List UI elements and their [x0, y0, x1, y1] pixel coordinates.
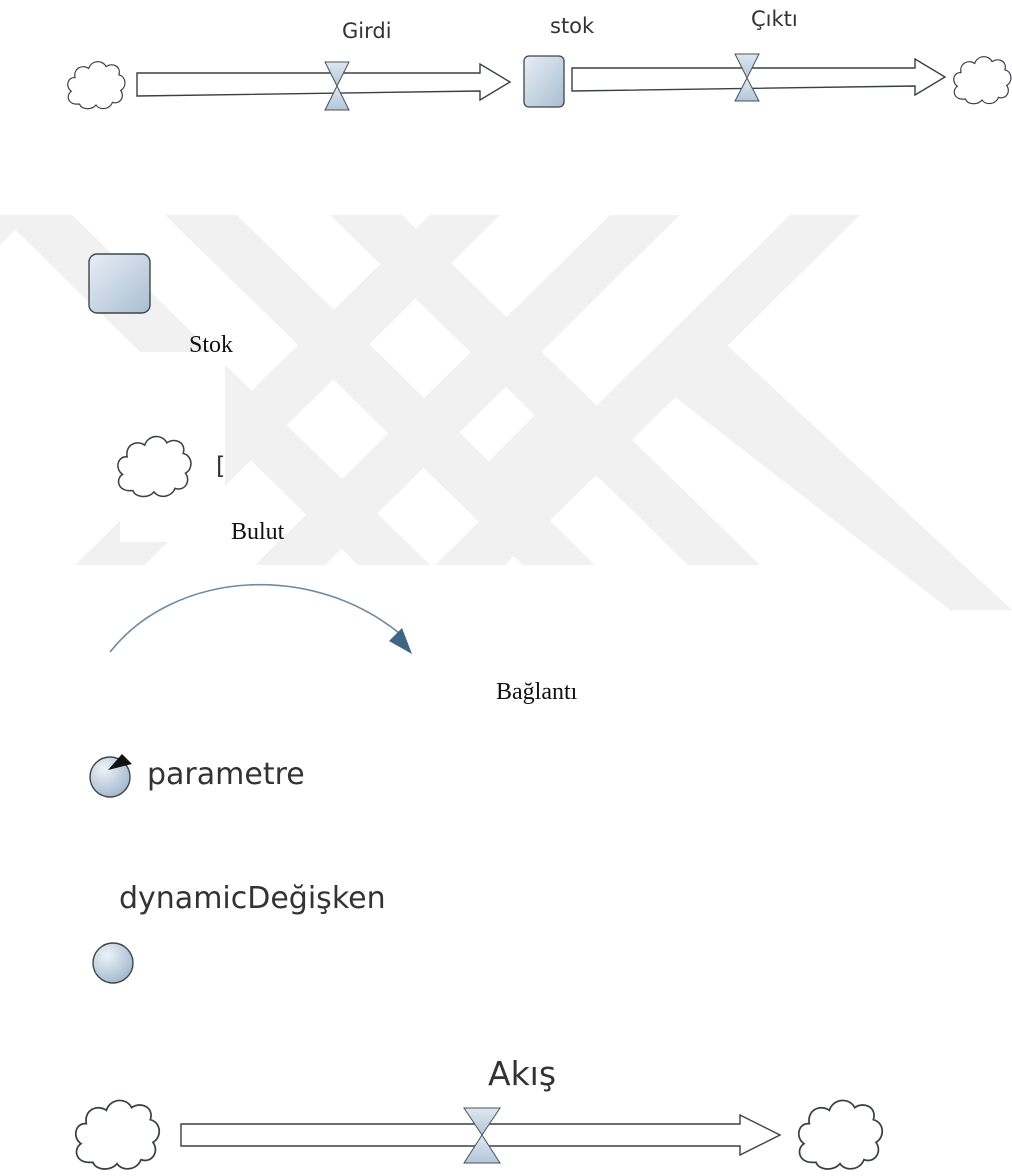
inflow-arrow-icon [136, 62, 512, 102]
top-stock-label: stok [550, 14, 595, 38]
link-caption: Bağlantı [496, 679, 578, 705]
dynamic-variable-label: dynamicDeğişken [119, 881, 386, 916]
parameter-label: parametre [147, 757, 305, 792]
cloud-caption: Bulut [231, 519, 285, 545]
parameter-icon [89, 754, 132, 798]
outflow-label: Çıktı [751, 7, 798, 31]
dynamic-variable-icon [92, 942, 134, 984]
top-stock-icon [523, 55, 565, 108]
flow-source-cloud-icon [74, 1099, 161, 1170]
inflow-valve-icon [324, 61, 350, 111]
flow-label: Akış [488, 1054, 556, 1093]
source-cloud-icon [67, 60, 126, 110]
inflow-label: Girdi [342, 19, 392, 43]
stock-icon [88, 253, 151, 314]
cloud-bracket-glyph: [ [216, 452, 225, 480]
link-arrow-icon [109, 583, 412, 654]
outflow-valve-icon [734, 53, 760, 102]
sink-cloud-icon [952, 55, 1012, 105]
flow-valve-icon [463, 1107, 501, 1164]
stock-caption: Stok [189, 332, 233, 358]
flow-arrow-icon [180, 1113, 782, 1157]
flow-sink-cloud-icon [797, 1099, 884, 1170]
outflow-arrow-icon [571, 57, 947, 97]
